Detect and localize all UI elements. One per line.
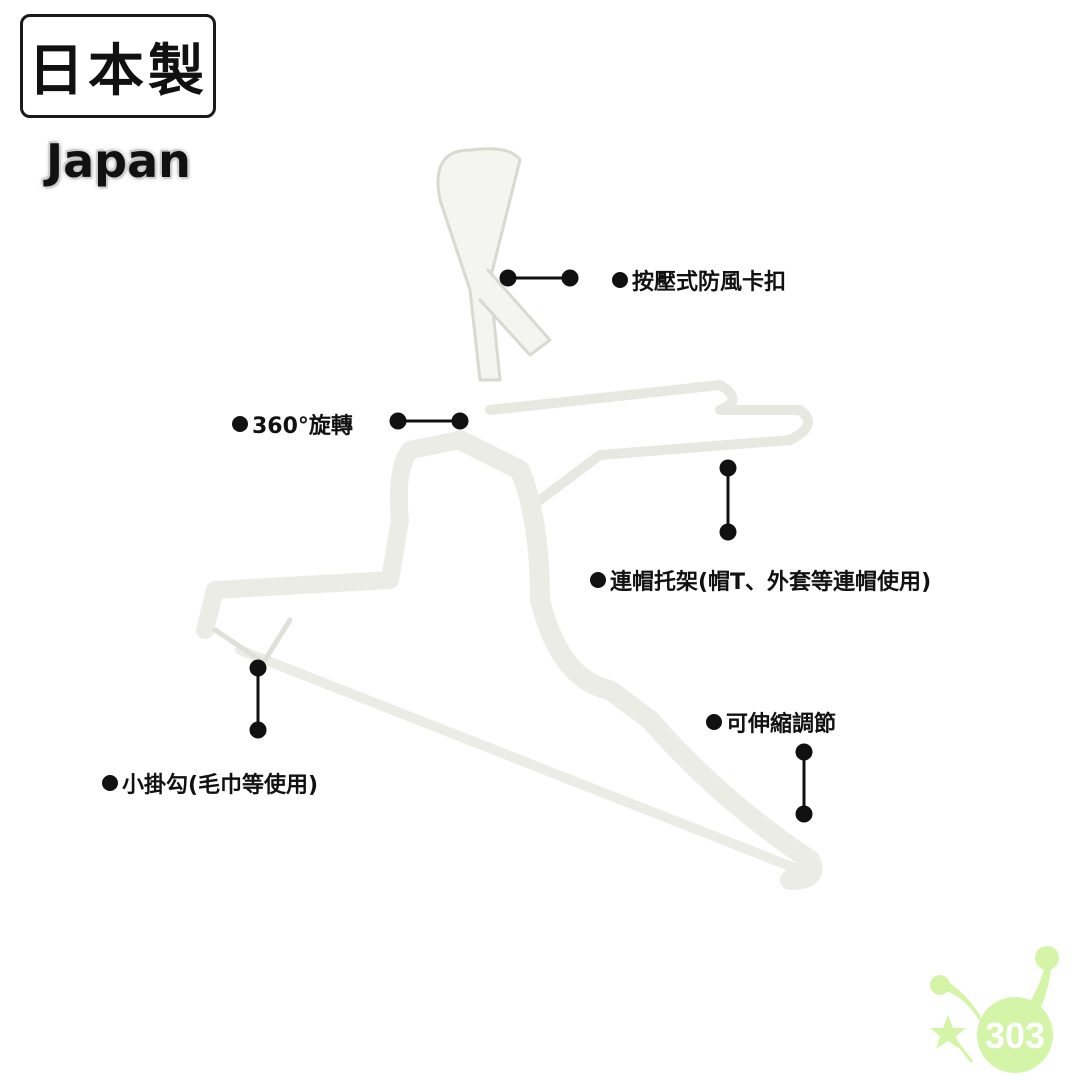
callout-hood-text: 連帽托架(帽T、外套等連帽使用): [610, 570, 932, 595]
callout-rotate-text: 360°旋轉: [252, 414, 353, 439]
callout-clip-text: 按壓式防風卡扣: [632, 270, 787, 295]
bullet-icon: [102, 775, 118, 791]
bullet-icon: [706, 714, 722, 730]
callout-hook-text: 小掛勾(毛巾等使用): [122, 773, 319, 798]
callout-telescopic-text: 可伸縮調節: [726, 712, 837, 737]
callout-clip: 按壓式防風卡扣: [612, 264, 786, 296]
callout-telescopic: 可伸縮調節: [706, 706, 836, 738]
callout-hood: 連帽托架(帽T、外套等連帽使用): [590, 564, 931, 596]
made-in-japan-badge: 日本製: [20, 14, 216, 118]
bullet-icon: [232, 416, 248, 432]
bullet-icon: [590, 572, 606, 588]
callout-hook: 小掛勾(毛巾等使用): [102, 767, 318, 799]
origin-label: Japan: [46, 134, 191, 188]
badge-text: 日本製: [28, 38, 208, 104]
brand-logo-icon: 303: [930, 946, 1059, 1073]
bullet-icon: [612, 272, 628, 288]
logo-text: 303: [985, 1015, 1045, 1056]
callout-rotate: 360°旋轉: [232, 408, 353, 440]
